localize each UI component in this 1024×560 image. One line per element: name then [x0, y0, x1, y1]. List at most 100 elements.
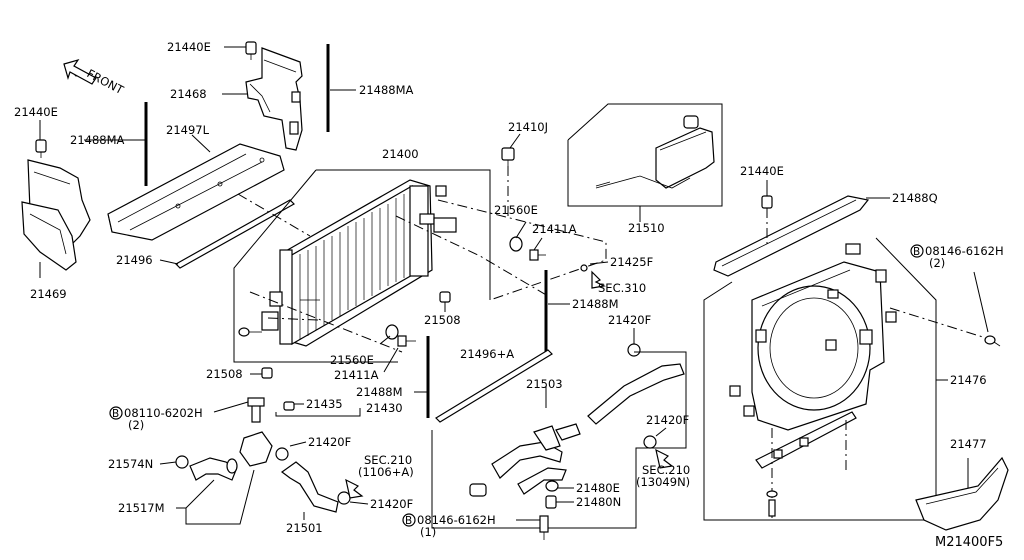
grommet-21560e-right	[509, 236, 523, 252]
label-21400: 21400	[382, 147, 419, 161]
label-sec210-left: SEC.210	[364, 453, 412, 467]
bolt-symbol-right-text: B	[913, 246, 920, 258]
label-21476: 21476	[950, 373, 987, 387]
label-21501: 21501	[286, 521, 323, 535]
label-21560e-left: 21560E	[330, 353, 374, 367]
sec210-left-arrow	[345, 478, 364, 499]
reservoir-21510	[595, 115, 715, 189]
label-21496: 21496	[116, 253, 153, 267]
label-21420f-low: 21420F	[370, 497, 413, 511]
gasket-21435	[283, 401, 295, 411]
label-21497l: 21497L	[166, 123, 210, 137]
label-08146-right-qty: (2)	[929, 256, 945, 270]
label-21469: 21469	[30, 287, 67, 301]
clip-21420f-right	[643, 435, 657, 449]
label-08146-right: 08146-6162H	[925, 244, 1004, 258]
mount-21508-mid	[439, 291, 451, 303]
label-21510: 21510	[628, 221, 665, 235]
cover-21497l	[107, 143, 285, 241]
label-21508-mid: 21508	[424, 313, 461, 327]
bolt-21411a-right	[529, 249, 546, 261]
label-21468: 21468	[170, 87, 207, 101]
bolt-symbol-08110	[109, 406, 123, 420]
label-21496a: 21496+A	[460, 347, 514, 361]
label-21411a-right: 21411A	[532, 222, 577, 236]
label-21517m: 21517M	[118, 501, 165, 515]
label-21430: 21430	[366, 401, 403, 415]
label-08110-qty: (2)	[128, 418, 144, 432]
label-21480e: 21480E	[576, 481, 620, 495]
label-sec310: SEC.310	[598, 281, 646, 295]
label-21410j: 21410J	[508, 120, 548, 134]
label-21560e-right: 21560E	[494, 203, 538, 217]
side-shroud-21469	[21, 159, 91, 271]
label-21503: 21503	[526, 377, 563, 391]
seal-21496a	[435, 349, 553, 423]
bolt-symbol-right	[910, 244, 924, 258]
label-21488m-left: 21488M	[356, 385, 403, 399]
bolt-21411a-left	[397, 335, 416, 347]
label-21420f-right: 21420F	[646, 413, 689, 427]
hose-21501	[280, 461, 339, 513]
label-21488ma-left: 21488MA	[70, 133, 125, 147]
front-label: FRONT	[85, 66, 127, 97]
label-sec210-right-ref: (13049N)	[636, 475, 690, 489]
hose-21517m	[189, 457, 238, 481]
bolt-symbol-bottom	[402, 513, 416, 527]
label-21488q: 21488Q	[892, 191, 938, 205]
label-sec210-left-ref: (1106+A)	[358, 465, 414, 479]
label-21508-left: 21508	[206, 367, 243, 381]
label-21440e-right: 21440E	[740, 164, 784, 178]
label-21477: 21477	[950, 437, 987, 451]
bolt-lower-21476	[766, 490, 778, 517]
grommet-21560e-left	[385, 324, 399, 340]
clip-21420f-mid	[275, 447, 289, 461]
label-sec210-right: SEC.210	[642, 463, 690, 477]
label-21425f: 21425F	[610, 255, 653, 269]
clip-21440e-right	[761, 195, 773, 209]
sec210-right-arrow	[655, 448, 674, 469]
label-21435: 21435	[306, 397, 343, 411]
radiator-21400	[261, 179, 457, 347]
mount-21508-left	[261, 367, 273, 379]
clip-21440e-top	[245, 41, 257, 60]
bracket-lower-21476	[755, 411, 857, 469]
sec310-arrow	[591, 270, 606, 289]
fitting-21425f	[580, 264, 588, 272]
label-21411a-left: 21411A	[334, 368, 379, 382]
label-21488m: 21488M	[572, 297, 619, 311]
label-21420f-top: 21420F	[608, 313, 651, 327]
label-21440e-left: 21440E	[14, 105, 58, 119]
label-21574n: 21574N	[108, 457, 153, 471]
bolt-08146-bottom	[539, 515, 549, 540]
clip-21420f-top	[627, 343, 641, 357]
label-08110: 08110-6202H	[124, 406, 203, 420]
seal-21488q	[713, 195, 870, 277]
bolt-08146-right	[984, 335, 1001, 347]
bolt-symbol-bottom-text: B	[405, 515, 412, 527]
diagram-code: M21400F5	[935, 535, 1003, 550]
fan-shroud-21476	[729, 243, 897, 431]
bolt-left-small	[238, 327, 262, 337]
label-21440e-top: 21440E	[167, 40, 211, 54]
label-08146-bottom-qty: (1)	[420, 525, 436, 539]
clip-21574n	[175, 455, 189, 469]
clip-21420f-low	[337, 491, 351, 505]
clip-21440e-left	[35, 139, 47, 158]
guard-21477	[915, 456, 1009, 531]
label-21480n: 21480N	[576, 495, 621, 509]
clip-21480e	[545, 480, 559, 492]
seal-21496	[175, 199, 295, 269]
label-21420f-mid: 21420F	[308, 435, 351, 449]
upper-shroud-21468	[245, 47, 303, 151]
housing-21430	[239, 397, 273, 467]
front-arrow: FRONT	[63, 58, 127, 98]
clamp-lower-left	[469, 483, 487, 497]
label-08146-bottom: 08146-6162H	[417, 513, 496, 527]
label-21488ma-top: 21488MA	[359, 83, 414, 97]
cap-21410j	[501, 147, 515, 166]
hose-21503	[491, 363, 685, 495]
bolt-symbol-08110-text: B	[112, 408, 119, 420]
clip-21480n	[545, 495, 557, 509]
